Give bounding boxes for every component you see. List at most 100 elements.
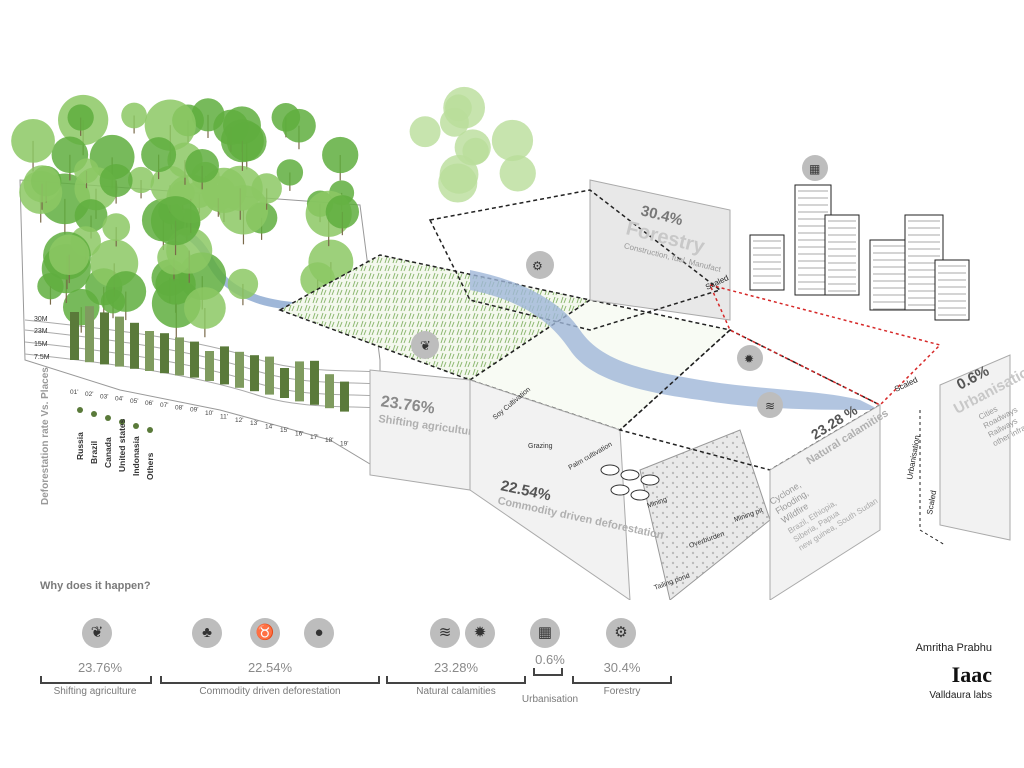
x-tick-label: 07'	[160, 402, 168, 409]
x-tick-label: 15'	[280, 427, 288, 434]
axis-title: Deforestation rate Vs. Places	[40, 367, 51, 505]
bar	[115, 316, 124, 367]
tree	[48, 234, 90, 276]
country-marker	[91, 411, 97, 417]
legend-pct-forestry: 30.4%	[603, 660, 641, 675]
tree	[183, 287, 226, 329]
tree	[23, 165, 61, 203]
legend-name-urban: Urbanisation	[521, 694, 579, 705]
bar	[160, 333, 169, 374]
y-tick-label: 30M	[34, 316, 48, 323]
bar	[130, 322, 139, 369]
tree	[438, 163, 478, 203]
y-tick-label: 15M	[34, 341, 48, 348]
fire-icon	[737, 345, 763, 371]
tree	[282, 108, 316, 143]
tree	[276, 159, 304, 186]
legend-bracket-commodity	[160, 676, 380, 684]
natural-calamities-block: ✹ ≋ 23.28 % Natural calamities Cyclone, …	[618, 329, 891, 600]
wheat-icon	[411, 331, 439, 359]
chainsaw-icon: ⚙	[606, 618, 636, 648]
tree	[499, 155, 536, 192]
legend-name-forestry: Forestry	[603, 686, 641, 697]
building-icon: ▦	[530, 618, 560, 648]
country-marker	[105, 415, 111, 421]
x-tick-label: 02'	[85, 391, 93, 398]
forestry-block: ⚙ 30.4% Forestry Construction, fuel, Man…	[428, 179, 731, 331]
tornado-icon	[757, 392, 783, 418]
deforestation-bar-chart: 30M23M15M7.5M01'02'03'04'05'06'07'08'09'…	[34, 306, 349, 505]
chainsaw-icon	[526, 251, 554, 279]
building	[934, 259, 970, 321]
tree	[491, 119, 534, 162]
legend-pct-shifting: 23.76%	[77, 660, 123, 675]
tree	[251, 173, 282, 204]
x-tick-label: 03'	[100, 393, 108, 400]
bar	[70, 312, 79, 360]
x-tick-label: 16'	[295, 430, 303, 437]
river	[470, 270, 880, 410]
bar	[265, 356, 274, 395]
building	[749, 234, 785, 291]
x-tick-label: 14'	[265, 424, 273, 431]
credit-block: Amritha Prabhu Iaac Valldaura labs	[832, 642, 992, 701]
x-tick-label: 12'	[235, 417, 243, 424]
callout-scaled-3: Scaled	[925, 490, 938, 516]
y-tick-label: 23M	[34, 328, 48, 335]
country-marker	[119, 419, 125, 425]
x-tick-label: 18'	[325, 437, 333, 444]
iaac-logo: Iaac	[951, 662, 992, 687]
svg-text:✹: ✹	[744, 352, 754, 366]
country-label: Canada	[103, 437, 113, 468]
x-tick-label: 08'	[175, 404, 183, 411]
legend-name-commodity: Commodity driven deforestation	[199, 686, 341, 697]
tree	[121, 102, 147, 129]
country-label: Others	[145, 452, 155, 480]
bar	[250, 355, 259, 392]
bar	[190, 341, 199, 378]
tree	[99, 164, 133, 198]
fire-icon: ✹	[465, 618, 495, 648]
x-tick-label: 17'	[310, 434, 318, 441]
callout-scaled-2: Scaled	[893, 375, 919, 393]
tree	[67, 104, 94, 131]
tree	[454, 129, 491, 166]
wheat-icon: ❦	[82, 618, 112, 648]
svg-text:≋: ≋	[765, 399, 775, 413]
x-tick-label: 09'	[190, 407, 198, 414]
legend-pct-commodity: 22.54%	[247, 660, 293, 675]
y-tick-label: 7.5M	[34, 354, 50, 361]
callout-urbanisation: Urbanisation	[905, 435, 922, 481]
legend-bracket-shifting	[40, 676, 152, 684]
tornado-icon: ≋	[430, 618, 460, 648]
why-legend: Why does it happen? ❦ 23.76% Shifting ag…	[0, 580, 760, 720]
tree	[127, 166, 155, 194]
legend-name-shifting: Shifting agriculture	[53, 686, 137, 697]
country-label: United states	[117, 418, 127, 472]
bar	[310, 360, 319, 405]
author-name: Amritha Prabhu	[915, 642, 992, 654]
building	[869, 239, 911, 311]
tree	[409, 116, 441, 148]
tree	[11, 118, 55, 163]
tree	[105, 271, 147, 312]
bar	[205, 351, 214, 381]
country-label: Brazil	[89, 441, 99, 464]
tree	[37, 273, 64, 300]
tree	[322, 136, 359, 174]
x-tick-label: 11'	[220, 413, 228, 420]
tree	[227, 268, 259, 300]
x-tick-label: 19'	[340, 441, 348, 448]
legend-bracket-forestry	[572, 676, 672, 684]
commodity-label: Grazing	[528, 443, 553, 450]
legend-pct-urban: 0.6%	[535, 652, 565, 667]
bar	[235, 351, 244, 388]
tree	[74, 199, 108, 232]
tree	[220, 119, 264, 163]
svg-text:❦: ❦	[420, 338, 431, 353]
bar	[85, 306, 94, 363]
country-label: Indonasia	[131, 436, 141, 476]
svg-text:▦: ▦	[809, 162, 820, 176]
x-tick-label: 10'	[205, 410, 213, 417]
x-tick-label: 05'	[130, 398, 138, 405]
